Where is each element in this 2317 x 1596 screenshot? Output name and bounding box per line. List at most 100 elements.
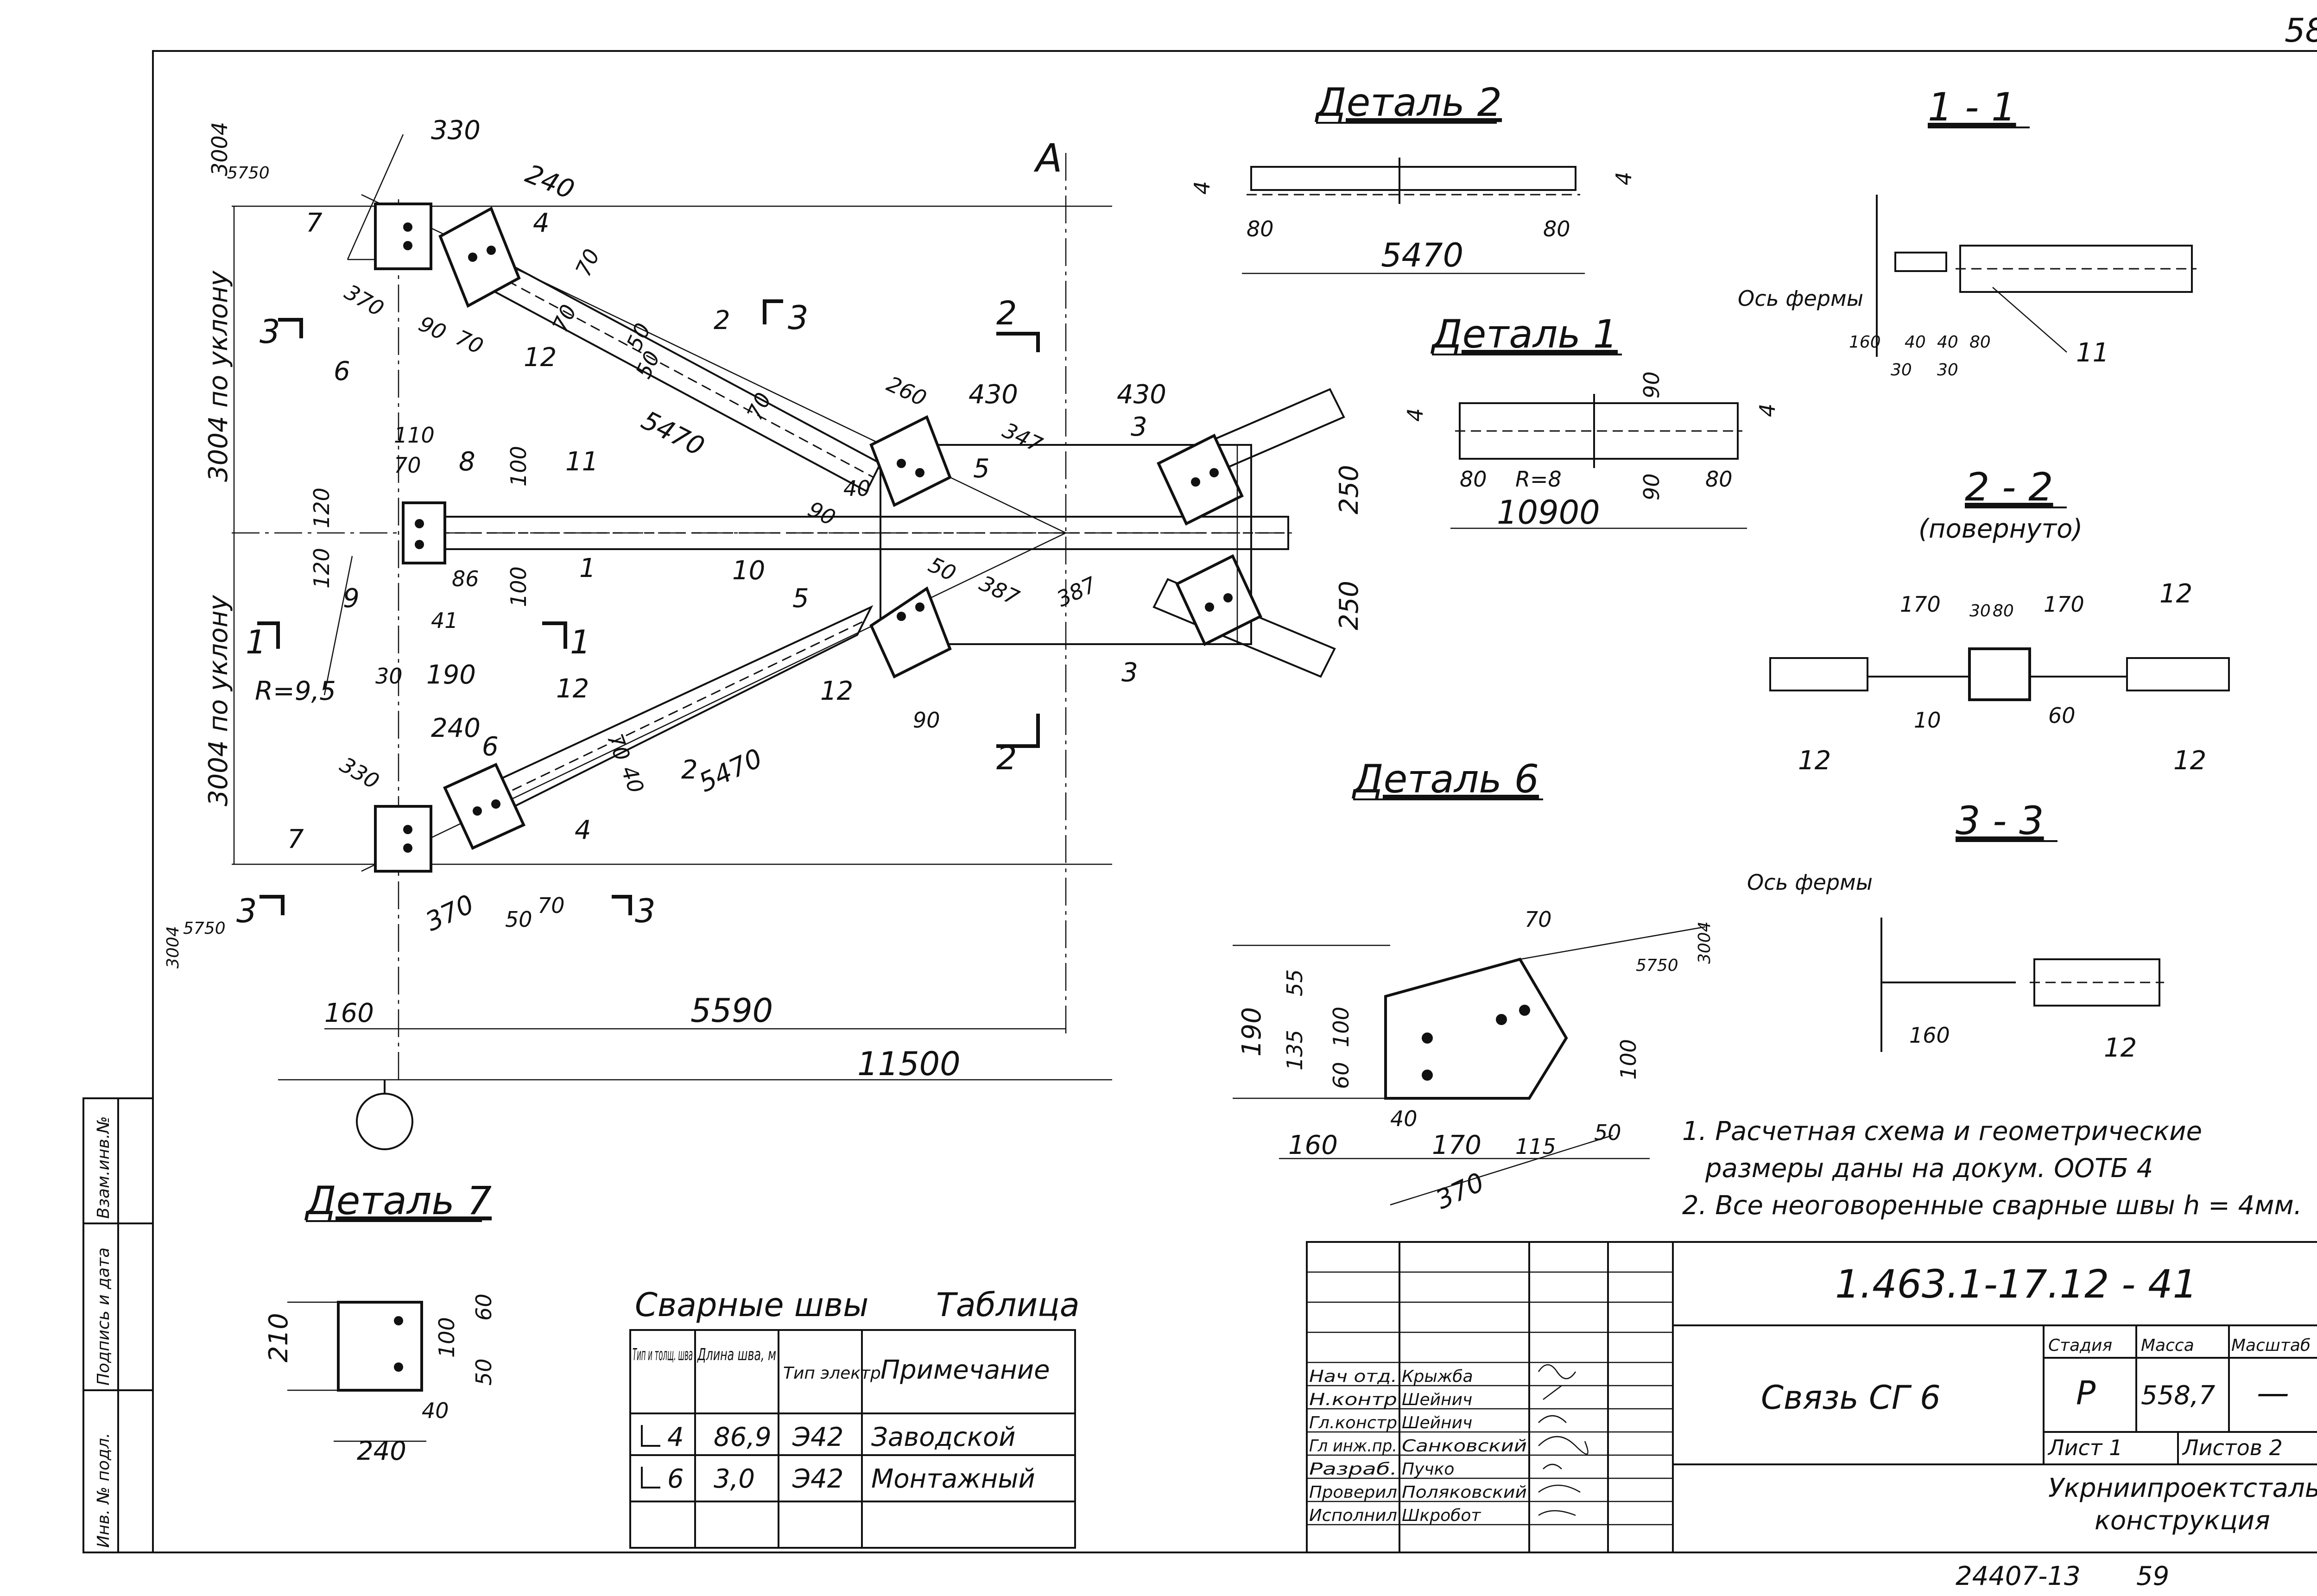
detail-6-dim-55: 55	[1282, 969, 1307, 996]
header-stage: Стадия	[2048, 1336, 2112, 1355]
part-10: 10	[732, 556, 765, 586]
detail-6-title: Деталь 6	[1351, 756, 1539, 802]
sheet-frame	[152, 50, 2317, 1553]
detail-1-dim-4-left: 4	[1403, 408, 1428, 422]
section-2-2-dim-170-right: 170	[2044, 592, 2084, 617]
dim-387-right: 387	[1053, 572, 1100, 612]
dim-370-bottom: 370	[421, 889, 478, 937]
weld-header-type: Тип и толщ. шва	[633, 1345, 693, 1364]
section-2-2-part-12-bl: 12	[1798, 746, 1831, 776]
part-7-bottom: 7	[287, 824, 304, 855]
lower-gusset-plate-5	[869, 586, 952, 679]
signatures	[1538, 1364, 1589, 1516]
dim-3004-top: 3004	[207, 122, 232, 176]
weld-header-electrode: Тип электр.	[783, 1364, 886, 1383]
side-stamp-sign: Подпись и дата	[94, 1248, 113, 1386]
dim-70-e: 70	[538, 893, 565, 918]
section-mark-2-top: 2	[996, 294, 1017, 332]
side-stamp-inv: Инв. № подл.	[94, 1433, 113, 1548]
bottom-end-plate-7	[374, 805, 432, 873]
section-2-2-dim-170-left: 170	[1900, 592, 1941, 617]
detail-2-dim-4-left: 4	[1190, 181, 1215, 195]
detail-7-dim-40: 40	[422, 1398, 449, 1423]
central-gusset-plate	[880, 444, 1252, 645]
detail-7: Деталь 7 210 60 100 50 40 240	[264, 1178, 496, 1466]
weld-header-length: Длина шва, м	[697, 1345, 776, 1364]
dim-387-left: 387	[975, 570, 1023, 610]
dim-240-bottom: 240	[431, 713, 481, 743]
dim-86: 86	[452, 566, 479, 591]
dim-50-d: 50	[505, 907, 532, 932]
part-2-top: 2	[714, 305, 730, 336]
sheet-number: Лист 1	[2047, 1435, 2122, 1460]
top-end-plate-7	[374, 203, 432, 270]
bottom-code: 24407-13	[1956, 1561, 2081, 1591]
detail-2-dim-4-right: 4	[1611, 172, 1636, 185]
section-3-3: 3 - 3 Ось фермы 160 12	[1747, 798, 2164, 1063]
section-1-1-part-11: 11	[2076, 338, 2109, 368]
dim-240-top: 240	[521, 159, 578, 205]
detail-7-dim-50: 50	[471, 1358, 496, 1386]
radius-label: R=9,5	[255, 676, 336, 706]
staff-role-6: Проверил	[1309, 1483, 1397, 1502]
note-line-3: 2. Все неоговоренные сварные швы h = 4мм…	[1682, 1191, 2302, 1221]
mass-value: 558,7	[2141, 1381, 2216, 1411]
part-11: 11	[565, 447, 598, 477]
part-3-top: 3	[1131, 412, 1147, 442]
detail-2-dim-5470: 5470	[1381, 236, 1463, 274]
dim-110: 110	[394, 423, 435, 448]
dim-50-c: 50	[924, 552, 960, 586]
dim-330-top: 330	[431, 115, 481, 146]
section-mark-1-left: 1	[246, 623, 266, 661]
dim-5590: 5590	[690, 992, 773, 1030]
dim-260: 260	[883, 371, 930, 411]
part-12-bottom: 12	[556, 674, 589, 704]
axis-label: А	[1033, 135, 1062, 181]
detail-1-dim-4-right: 4	[1755, 404, 1780, 417]
page-number: 58	[2285, 12, 2317, 50]
dim-430-left: 430	[969, 380, 1018, 410]
part-4-bottom: 4	[575, 815, 591, 845]
dim-3004-slope-top: 3004 по уклону	[203, 270, 234, 482]
detail-1-dim-10900: 10900	[1497, 494, 1600, 532]
detail-2-dim-80-left: 80	[1247, 216, 1274, 241]
section-mark-3-top-right: 3	[788, 299, 809, 337]
detail-7-dim-210: 210	[264, 1313, 294, 1362]
dim-5750-bottom: 5750	[183, 919, 226, 938]
dim-100-top: 100	[506, 446, 531, 487]
notes: 1. Расчетная схема и геометрические разм…	[1682, 1116, 2302, 1221]
header-scale: Масштаб	[2231, 1336, 2311, 1355]
detail-2-title: Деталь 2	[1314, 80, 1502, 125]
upper-diagonal-rod-2	[485, 258, 882, 493]
section-2-2-part-12-br: 12	[2173, 746, 2206, 776]
staff-role-2: Н.контр	[1309, 1390, 1397, 1409]
section-1-1: 1 - 1 Ось фермы 160 40 40 80 30 30 11	[1738, 84, 2197, 380]
staff-role-4: Гл инж.пр.	[1309, 1437, 1397, 1456]
section-1-1-dim-80: 80	[1969, 333, 1991, 352]
section-2-2-subtitle: (повернуто)	[1918, 514, 2083, 544]
part-6-bottom: 6	[482, 732, 499, 762]
dim-41: 41	[431, 608, 458, 633]
title-block: Нач отд. Крыжба Н.контр Шейнич Гл.констр…	[1306, 1241, 2317, 1553]
org-line-2: конструкция	[2095, 1506, 2270, 1536]
staff-name-7: Шкробот	[1402, 1506, 1481, 1525]
weld-row2-electrode: Э42	[792, 1464, 843, 1494]
note-line-1: 1. Расчетная схема и геометрические	[1682, 1116, 2202, 1146]
detail-6-dim-60: 60	[1329, 1062, 1354, 1089]
detail-2: Деталь 2 4 4 80 80 5470	[1190, 80, 1636, 274]
axis-marker-circle	[356, 1093, 413, 1150]
detail-7-title: Деталь 7	[304, 1178, 492, 1223]
detail-7-dim-60: 60	[471, 1293, 496, 1321]
section-1-1-dim-40a: 40	[1905, 333, 1926, 352]
dim-3004-slope-bottom: 3004 по уклону	[203, 595, 234, 806]
section-2-2-dim-80: 80	[1993, 602, 2014, 621]
dim-30: 30	[375, 664, 403, 689]
org-line-1: Укрниипроектсталь-	[2048, 1473, 2317, 1503]
dim-370-top: 370	[341, 279, 388, 322]
weld-table-title: Сварные швы	[635, 1286, 868, 1324]
right-upper-gusset-plate	[1157, 433, 1244, 526]
part-1: 1	[579, 553, 596, 583]
detail-1-title: Деталь 1	[1430, 311, 1618, 357]
upper-gusset-plate-5	[869, 415, 952, 507]
section-2-2-part-12-tr: 12	[2159, 579, 2192, 609]
